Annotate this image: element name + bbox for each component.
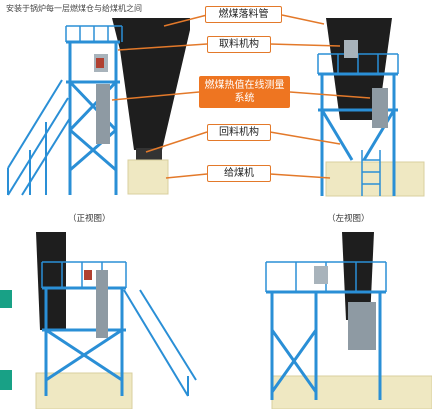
- caption-front-view: （正视图）: [68, 214, 111, 224]
- br-sampler: [314, 266, 328, 284]
- top-note: 安装于锅炉每一层燃煤仓与给煤机之间: [6, 4, 142, 13]
- bl-stairs: [123, 289, 197, 397]
- coal-feeder-base: [127, 159, 169, 195]
- label-feeder: 给煤机: [207, 165, 271, 182]
- red-motor: [96, 58, 104, 68]
- label-coal-pipe: 燃煤落料管: [205, 6, 282, 23]
- bottom-left-equipment: [0, 232, 197, 410]
- br-feeder-base: [271, 375, 432, 410]
- front-view-equipment: [7, 18, 190, 196]
- br-cabinet: [348, 302, 376, 350]
- teal-accent-left-2: [0, 370, 12, 390]
- label-return-mechanism: 回料机构: [207, 124, 271, 141]
- side-sampler: [344, 40, 358, 58]
- leader-return-mechanism: [145, 131, 341, 153]
- side-cabinet: [372, 88, 388, 128]
- bl-cabinet: [96, 270, 108, 338]
- teal-accent-left: [0, 290, 12, 308]
- measurement-cabinet: [96, 84, 110, 144]
- br-hopper: [342, 232, 374, 320]
- label-take-mechanism: 取料机构: [207, 36, 271, 53]
- left-view-equipment: [317, 18, 425, 197]
- bl-steel-frame: [42, 286, 126, 396]
- bl-hopper: [36, 232, 66, 330]
- bl-red-motor: [84, 270, 92, 280]
- caption-left-view: （左视图）: [327, 214, 370, 224]
- leader-feeder: [165, 173, 331, 179]
- feeder-base-side: [325, 161, 425, 197]
- leader-online-system: [111, 91, 371, 101]
- label-online-system: 燃煤热值在线测量系统: [199, 76, 290, 108]
- leader-take-mechanism: [117, 43, 341, 51]
- front-steel-frame: [66, 40, 120, 195]
- bottom-right-equipment: [265, 232, 432, 410]
- leader-coal-pipe: [163, 14, 325, 27]
- coal-hopper: [112, 18, 190, 150]
- front-stairs: [7, 79, 71, 196]
- side-ladder: [361, 150, 381, 196]
- front-railing: [65, 25, 123, 42]
